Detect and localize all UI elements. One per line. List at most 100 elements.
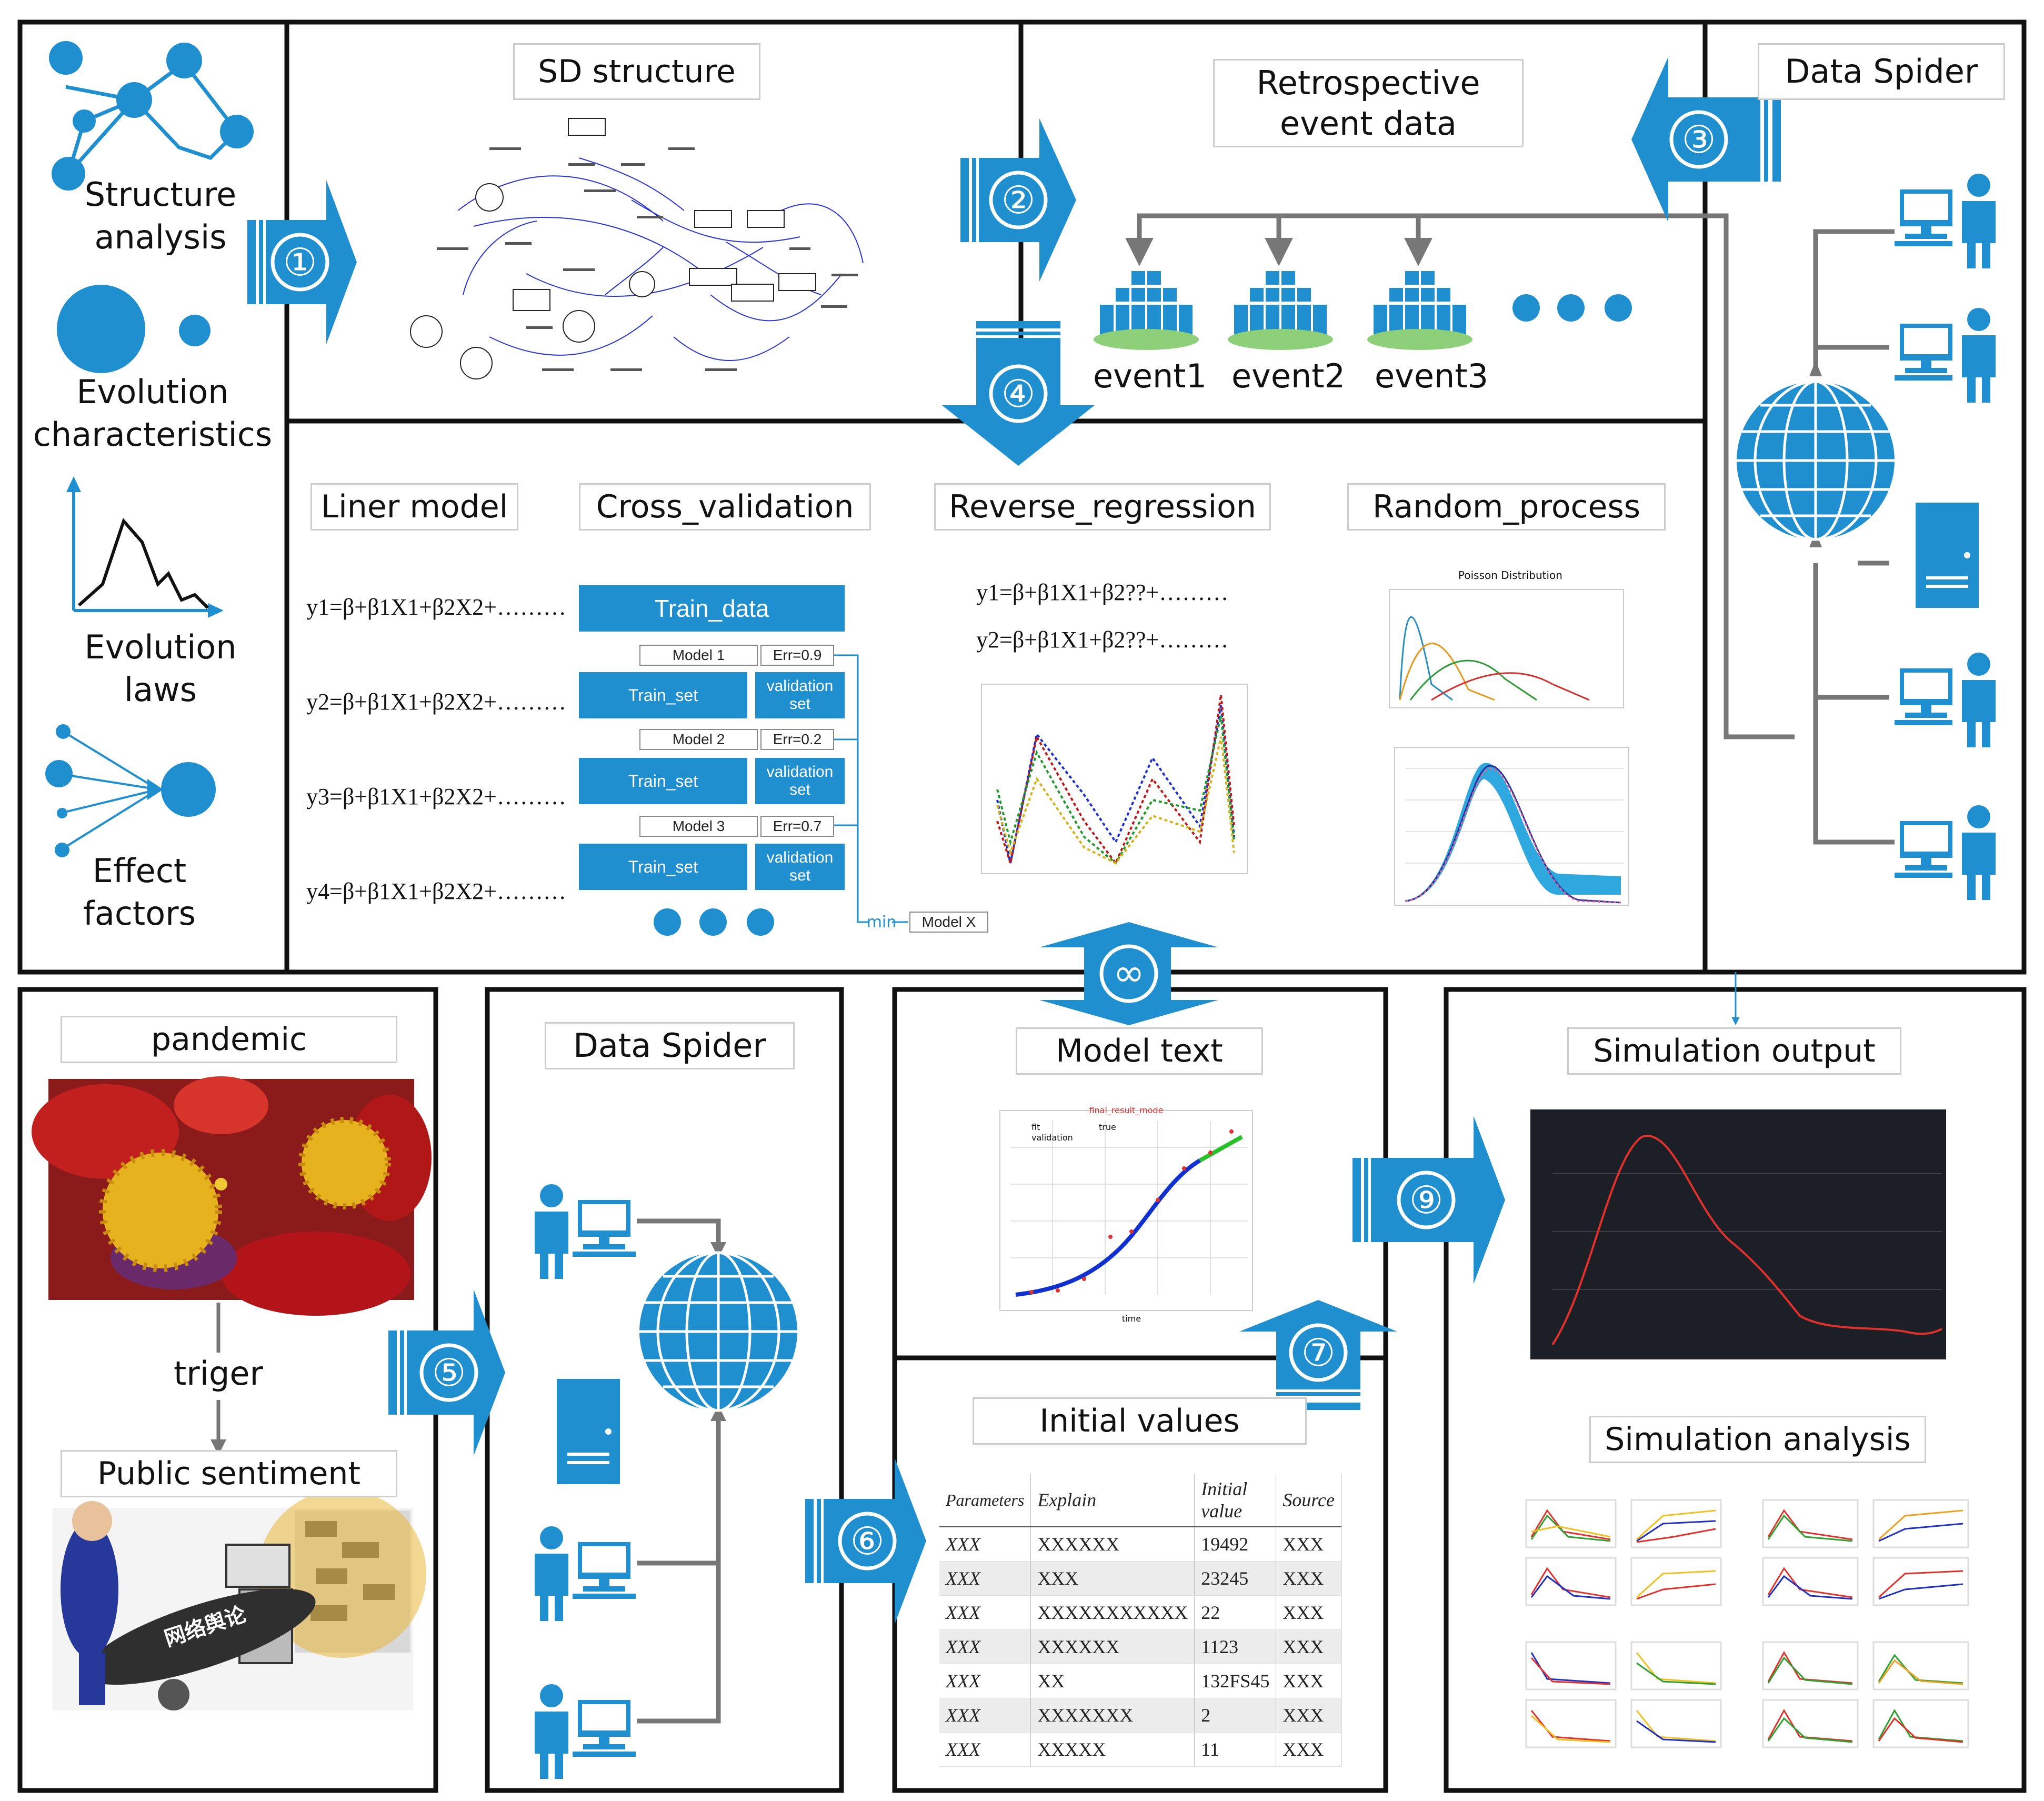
- random-process-fit-chart: [1394, 747, 1629, 906]
- bottom-user-pc-icon-3: [535, 1684, 636, 1779]
- retrospective-event-title: Retrospective event data: [1213, 59, 1524, 147]
- poisson-chart-title: Poisson Distribution: [1458, 569, 1562, 582]
- cv-dots: [654, 908, 774, 936]
- table-cell: XXX: [1030, 1561, 1195, 1596]
- bottom-user-pc-icon-1: [535, 1184, 636, 1279]
- table-cell: 19492: [1194, 1527, 1277, 1562]
- model-text-chart: [999, 1110, 1253, 1311]
- min-label: min: [866, 913, 897, 932]
- step-9-arrow: [1352, 1116, 1505, 1284]
- step-4-arrow: [942, 321, 1095, 466]
- event2-server-icon: [1228, 271, 1333, 350]
- step-6-number: ⑥: [850, 1519, 885, 1563]
- model-chart-title: final_result_mode: [1089, 1105, 1164, 1115]
- model-x-box: Model X: [909, 912, 988, 933]
- model-1-label: Model 1: [639, 645, 758, 666]
- table-cell: XXX: [1276, 1595, 1341, 1630]
- linear-equation-3: y3=β+β1X1+β2X2+………: [306, 784, 566, 809]
- validation-set-2: validation set: [755, 758, 845, 804]
- table-cell: XXX: [939, 1698, 1031, 1733]
- poisson-distribution-chart: [1389, 589, 1624, 708]
- reverse-equation-2: y2=β+β1X1+β2??+………: [976, 627, 1229, 653]
- table-cell: XXX: [939, 1561, 1031, 1596]
- table-cell: XXX: [1276, 1629, 1341, 1664]
- linear-equation-2: y2=β+β1X1+β2X2+………: [306, 689, 566, 715]
- user-pc-icon-2: [1895, 308, 1996, 403]
- bottom-globe-icon: [639, 1253, 797, 1410]
- ellipsis-dots: [1512, 294, 1632, 322]
- table-cell: XXX: [1276, 1561, 1341, 1596]
- data-spider-bottom-title: Data Spider: [545, 1022, 795, 1069]
- reverse-regression-chart: [981, 684, 1248, 874]
- cross-validation-title: Cross_validation: [579, 483, 871, 531]
- train-set-3: Train_set: [579, 844, 747, 890]
- sd-structure-title: SD structure: [513, 43, 760, 100]
- reverse-equation-1: y1=β+β1X1+β2??+………: [976, 579, 1229, 605]
- event1-server-icon: [1094, 271, 1199, 350]
- structure-analysis-label: Structure analysis: [84, 175, 237, 256]
- user-pc-icon-1: [1895, 174, 1996, 268]
- validation-set-1: validation set: [755, 672, 845, 718]
- public-sentiment-cartoon: [53, 1489, 426, 1710]
- step-5-arrow: [388, 1289, 505, 1456]
- reverse-regression-title: Reverse_regression: [934, 483, 1271, 531]
- liner-model-title: Liner model: [310, 483, 518, 531]
- step-2-number: ②: [1001, 178, 1036, 222]
- model-3-label: Model 3: [639, 816, 758, 837]
- evolution-laws-icon: [66, 476, 224, 618]
- right-network-lines: [1813, 229, 1895, 845]
- event1-label: event1: [1093, 357, 1207, 395]
- table-cell: XXX: [1276, 1732, 1341, 1767]
- table-cell: XXX: [939, 1629, 1031, 1664]
- step-9-number: ⑨: [1409, 1178, 1444, 1222]
- model-chart-legend-fit: fit: [1031, 1122, 1040, 1132]
- table-cell: XXXXXXXXXXX: [1030, 1595, 1195, 1630]
- public-sentiment-title: Public sentiment: [61, 1450, 397, 1497]
- step-6-arrow: [805, 1458, 926, 1624]
- model-chart-legend-true: true: [1099, 1122, 1116, 1132]
- step-3-arrow: [1631, 57, 1781, 222]
- table-cell: XXXXXXX: [1030, 1698, 1195, 1733]
- model-chart-legend-validation: validation: [1031, 1133, 1073, 1143]
- model-1-error: Err=0.9: [760, 645, 834, 666]
- step-1-number: ①: [283, 240, 317, 284]
- initial-values-title: Initial values: [973, 1397, 1307, 1445]
- column-header: Parameters: [939, 1474, 1031, 1527]
- initial-values-table: Parameters Explain Initial value Source …: [939, 1474, 1341, 1767]
- effect-factors-icon: [45, 724, 216, 857]
- table-cell: XXXXXX: [1030, 1629, 1195, 1664]
- table-cell: XXX: [939, 1732, 1031, 1767]
- user-pc-icon-3: [1895, 653, 1996, 747]
- event3-label: event3: [1374, 357, 1489, 395]
- pandemic-image: [32, 1076, 432, 1316]
- user-pc-icon-4: [1895, 805, 1996, 900]
- bottom-user-pc-icon-2: [535, 1526, 636, 1621]
- table-cell: 11: [1194, 1732, 1277, 1767]
- table-cell: XXXXX: [1030, 1732, 1195, 1767]
- table-cell: 23245: [1194, 1561, 1277, 1596]
- step-arrows: [247, 57, 1781, 1624]
- evolution-characteristics-icon: [57, 285, 211, 373]
- linear-equation-1: y1=β+β1X1+β2X2+………: [306, 594, 566, 620]
- simulation-output-title: Simulation output: [1567, 1027, 1901, 1075]
- right-server-tower-icon: [1916, 503, 1979, 608]
- right-globe-icon: [1737, 382, 1895, 539]
- train-set-2: Train_set: [579, 758, 747, 804]
- event3-server-icon: [1367, 271, 1472, 350]
- table-cell: XXX: [939, 1664, 1031, 1698]
- table-cell: XXX: [1276, 1527, 1341, 1562]
- table-cell: XXX: [1276, 1698, 1341, 1733]
- simulation-output-chart: [1530, 1109, 1946, 1359]
- table-cell: XXX: [939, 1527, 1031, 1562]
- triger-label: triger: [173, 1354, 263, 1393]
- step-3-number: ③: [1681, 117, 1716, 162]
- validation-set-3: validation set: [755, 844, 845, 890]
- model-2-label: Model 2: [639, 729, 758, 750]
- column-header: Source: [1276, 1474, 1341, 1527]
- column-header: Initial value: [1194, 1474, 1277, 1527]
